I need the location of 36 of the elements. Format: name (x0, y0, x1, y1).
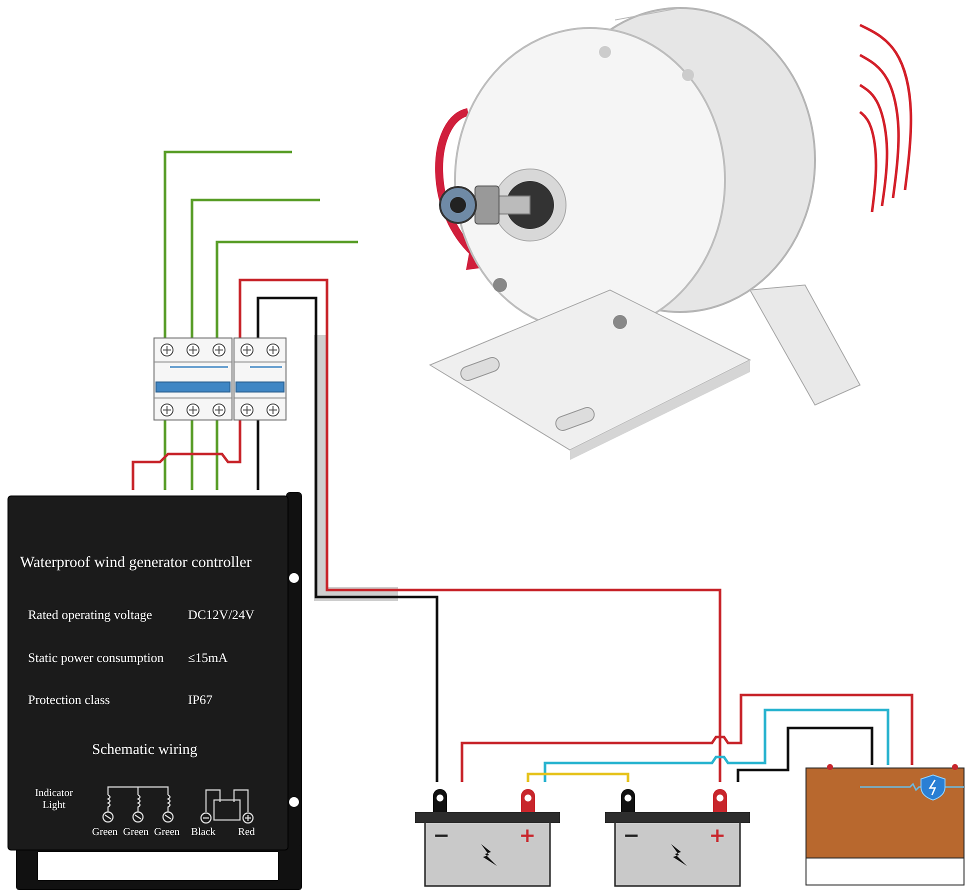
wire-color-label: Green (123, 827, 149, 839)
indicator-label: Indicator Light (34, 788, 74, 812)
spec-value: ≤15mA (188, 651, 228, 666)
wire-color-label: Black (191, 827, 216, 839)
minus-sign: − (433, 824, 450, 846)
wire (859, 24, 912, 190)
schematic-heading: Schematic wiring (92, 742, 198, 758)
wire (216, 240, 358, 338)
wire (190, 198, 320, 338)
wire (164, 150, 292, 338)
wire (256, 296, 438, 782)
wire (859, 84, 888, 206)
wire (132, 420, 242, 490)
wire (460, 694, 914, 782)
wire (859, 54, 900, 198)
wire (238, 278, 722, 782)
wire (526, 772, 630, 782)
spec-label: Static power consumption (28, 651, 164, 666)
wire-color-label: Green (92, 827, 118, 839)
spec-value: IP67 (188, 693, 213, 708)
spec-label: Rated operating voltage (28, 608, 152, 622)
wire (190, 420, 194, 490)
wire (256, 420, 260, 490)
wire-color-label: Red (238, 827, 255, 839)
wire (859, 111, 878, 212)
controller-title: Waterproof wind generator controller (20, 554, 252, 572)
wire (216, 420, 218, 490)
spec-label: Protection class (28, 693, 110, 708)
wire-color-label: Green (154, 827, 180, 839)
minus-sign: − (623, 824, 640, 846)
wire (164, 420, 166, 490)
plus-sign: + (519, 824, 536, 846)
plus-sign: + (709, 824, 726, 846)
spec-value: DC12V/24V (188, 608, 254, 622)
wire (544, 708, 890, 782)
wire (736, 726, 874, 782)
